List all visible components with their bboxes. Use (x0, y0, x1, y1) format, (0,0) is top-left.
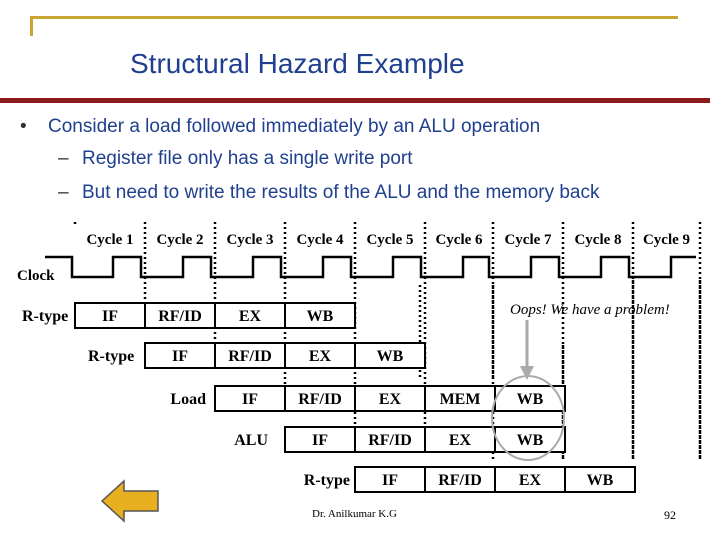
page-number: 92 (664, 508, 676, 522)
bullet-dot: • (20, 116, 27, 137)
stage-label: EX (239, 308, 262, 325)
stage-box (424, 385, 496, 412)
clock-label: Clock (17, 268, 55, 284)
stage-label: EX (519, 472, 542, 489)
instruction-label: ALU (234, 432, 268, 449)
stage-label: EX (379, 391, 402, 408)
bullet-text: Consider a load followed immediately by … (48, 116, 541, 137)
annotation-arrowhead (520, 366, 534, 380)
cycle-label: Cycle 1 (86, 232, 133, 248)
stage-box (214, 385, 286, 412)
instruction-label: R-type (88, 348, 134, 365)
instruction-label: R-type (22, 308, 68, 325)
instruction-label: Load (170, 391, 206, 408)
stage-box (284, 426, 356, 453)
stage-label: IF (102, 308, 118, 325)
stage-label: EX (449, 432, 472, 449)
slide-frame-top (30, 16, 678, 19)
stage-label: IF (242, 391, 258, 408)
stage-box (424, 466, 496, 493)
subbullet-text-2: But need to write the results of the ALU… (82, 182, 600, 203)
slide-title: Structural Hazard Example (130, 48, 465, 79)
stage-box (354, 466, 426, 493)
cycle-label: Cycle 8 (574, 232, 621, 248)
cycle-label: Cycle 6 (435, 232, 483, 248)
stage-label: RF/ID (438, 472, 482, 489)
cycle-label: Cycle 9 (643, 232, 690, 248)
stage-label: IF (382, 472, 398, 489)
stage-box (494, 385, 566, 412)
stage-box (354, 426, 426, 453)
subbullet-dash: – (58, 182, 69, 203)
conflict-highlight (491, 375, 565, 461)
hazard-annotation: Oops! We have a problem! (510, 302, 670, 318)
subbullet-text-1: Register file only has a single write po… (82, 148, 413, 169)
stage-box (354, 342, 426, 369)
stage-label: WB (517, 391, 544, 408)
instruction-label: R-type (304, 472, 350, 489)
stage-label: IF (172, 348, 188, 365)
clock-waveform (45, 255, 696, 279)
stage-box (284, 302, 356, 329)
stage-label: IF (312, 432, 328, 449)
back-arrow-icon[interactable] (100, 478, 162, 524)
stage-box (214, 302, 286, 329)
stage-label: RF/ID (228, 348, 272, 365)
stage-label: WB (517, 432, 544, 449)
stage-label: MEM (440, 391, 481, 408)
footer-author: Dr. Anilkumar K.G (312, 508, 397, 520)
cycle-label: Cycle 2 (156, 232, 203, 248)
stage-label: EX (309, 348, 332, 365)
stage-label: RF/ID (158, 308, 202, 325)
cycle-label: Cycle 3 (226, 232, 273, 248)
stage-label: WB (587, 472, 614, 489)
cycle-label: Cycle 7 (504, 232, 552, 248)
title-rule (0, 98, 710, 103)
subbullet-dash: – (58, 148, 69, 169)
stage-box (564, 466, 636, 493)
stage-label: WB (307, 308, 334, 325)
stage-label: RF/ID (298, 391, 342, 408)
cycle-label: Cycle 5 (366, 232, 413, 248)
slide-frame-left (30, 16, 33, 36)
stage-box (144, 302, 216, 329)
stage-label: WB (377, 348, 404, 365)
stage-box (74, 302, 146, 329)
stage-box (494, 426, 566, 453)
stage-box (354, 385, 426, 412)
cycle-label: Cycle 4 (296, 232, 344, 248)
stage-label: RF/ID (368, 432, 412, 449)
